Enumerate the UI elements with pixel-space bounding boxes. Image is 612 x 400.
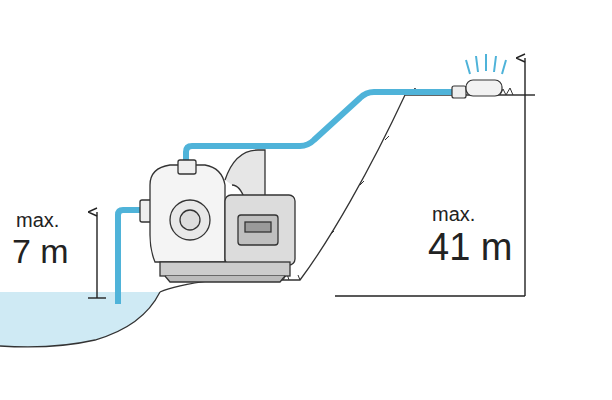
dimension-value: 7 m [12,234,69,268]
dimension-tick [88,297,106,298]
dimension-value: 41 m [428,228,512,266]
sprinkler [452,54,506,98]
pressure-hose [186,92,452,175]
grass [215,88,513,280]
water [0,292,160,347]
dimension-prefix: max. [16,210,59,230]
suction-height-arrow [96,212,97,298]
dimension-baseline [335,295,525,296]
suction-hose [118,210,142,304]
bank-line [0,292,160,347]
dimension-prefix: max. [432,204,475,224]
pump [140,150,295,282]
delivery-height-arrow [524,58,525,296]
